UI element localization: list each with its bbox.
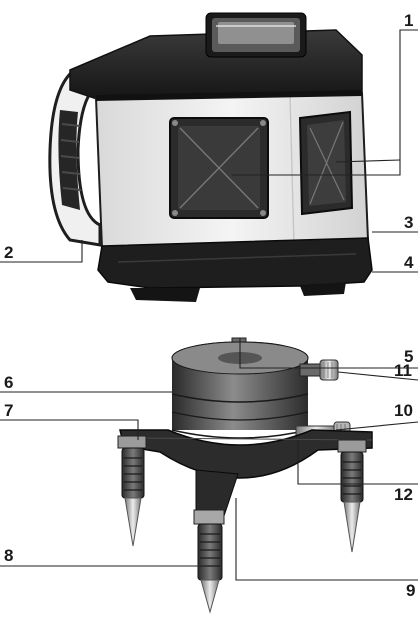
laser-level-device — [48, 12, 373, 302]
callout-3: 3 — [404, 213, 413, 232]
side-laser-window — [298, 110, 354, 216]
callout-8: 8 — [4, 546, 13, 565]
fine-adjust-knob — [299, 359, 339, 381]
leader-1 — [232, 29, 418, 176]
callout-labels: 1 2 3 4 5 6 7 8 9 10 11 12 — [4, 11, 415, 600]
tripod-base — [117, 337, 373, 614]
leader-lines — [0, 29, 418, 581]
base-housing — [97, 237, 373, 289]
callout-11: 11 — [394, 361, 412, 380]
callout-9: 9 — [406, 581, 415, 600]
front-laser-window — [169, 117, 269, 219]
leader-10 — [335, 421, 418, 431]
callout-4: 4 — [404, 253, 414, 272]
callout-1: 1 — [404, 11, 413, 30]
leader-12 — [297, 440, 418, 485]
leg-right — [337, 439, 367, 553]
leader-7 — [0, 419, 139, 440]
callout-10: 10 — [394, 401, 413, 420]
callout-12: 12 — [394, 485, 413, 504]
leader-5 — [239, 338, 418, 369]
leader-11 — [337, 371, 418, 381]
leader-1b — [335, 159, 401, 163]
callout-7: 7 — [4, 401, 13, 420]
callout-6: 6 — [4, 373, 13, 392]
leg-front — [193, 509, 225, 614]
callout-2: 2 — [4, 243, 13, 262]
leader-2 — [0, 240, 83, 263]
leader-9 — [235, 498, 418, 581]
callout-5: 5 — [404, 347, 413, 366]
leg-left — [117, 435, 147, 547]
